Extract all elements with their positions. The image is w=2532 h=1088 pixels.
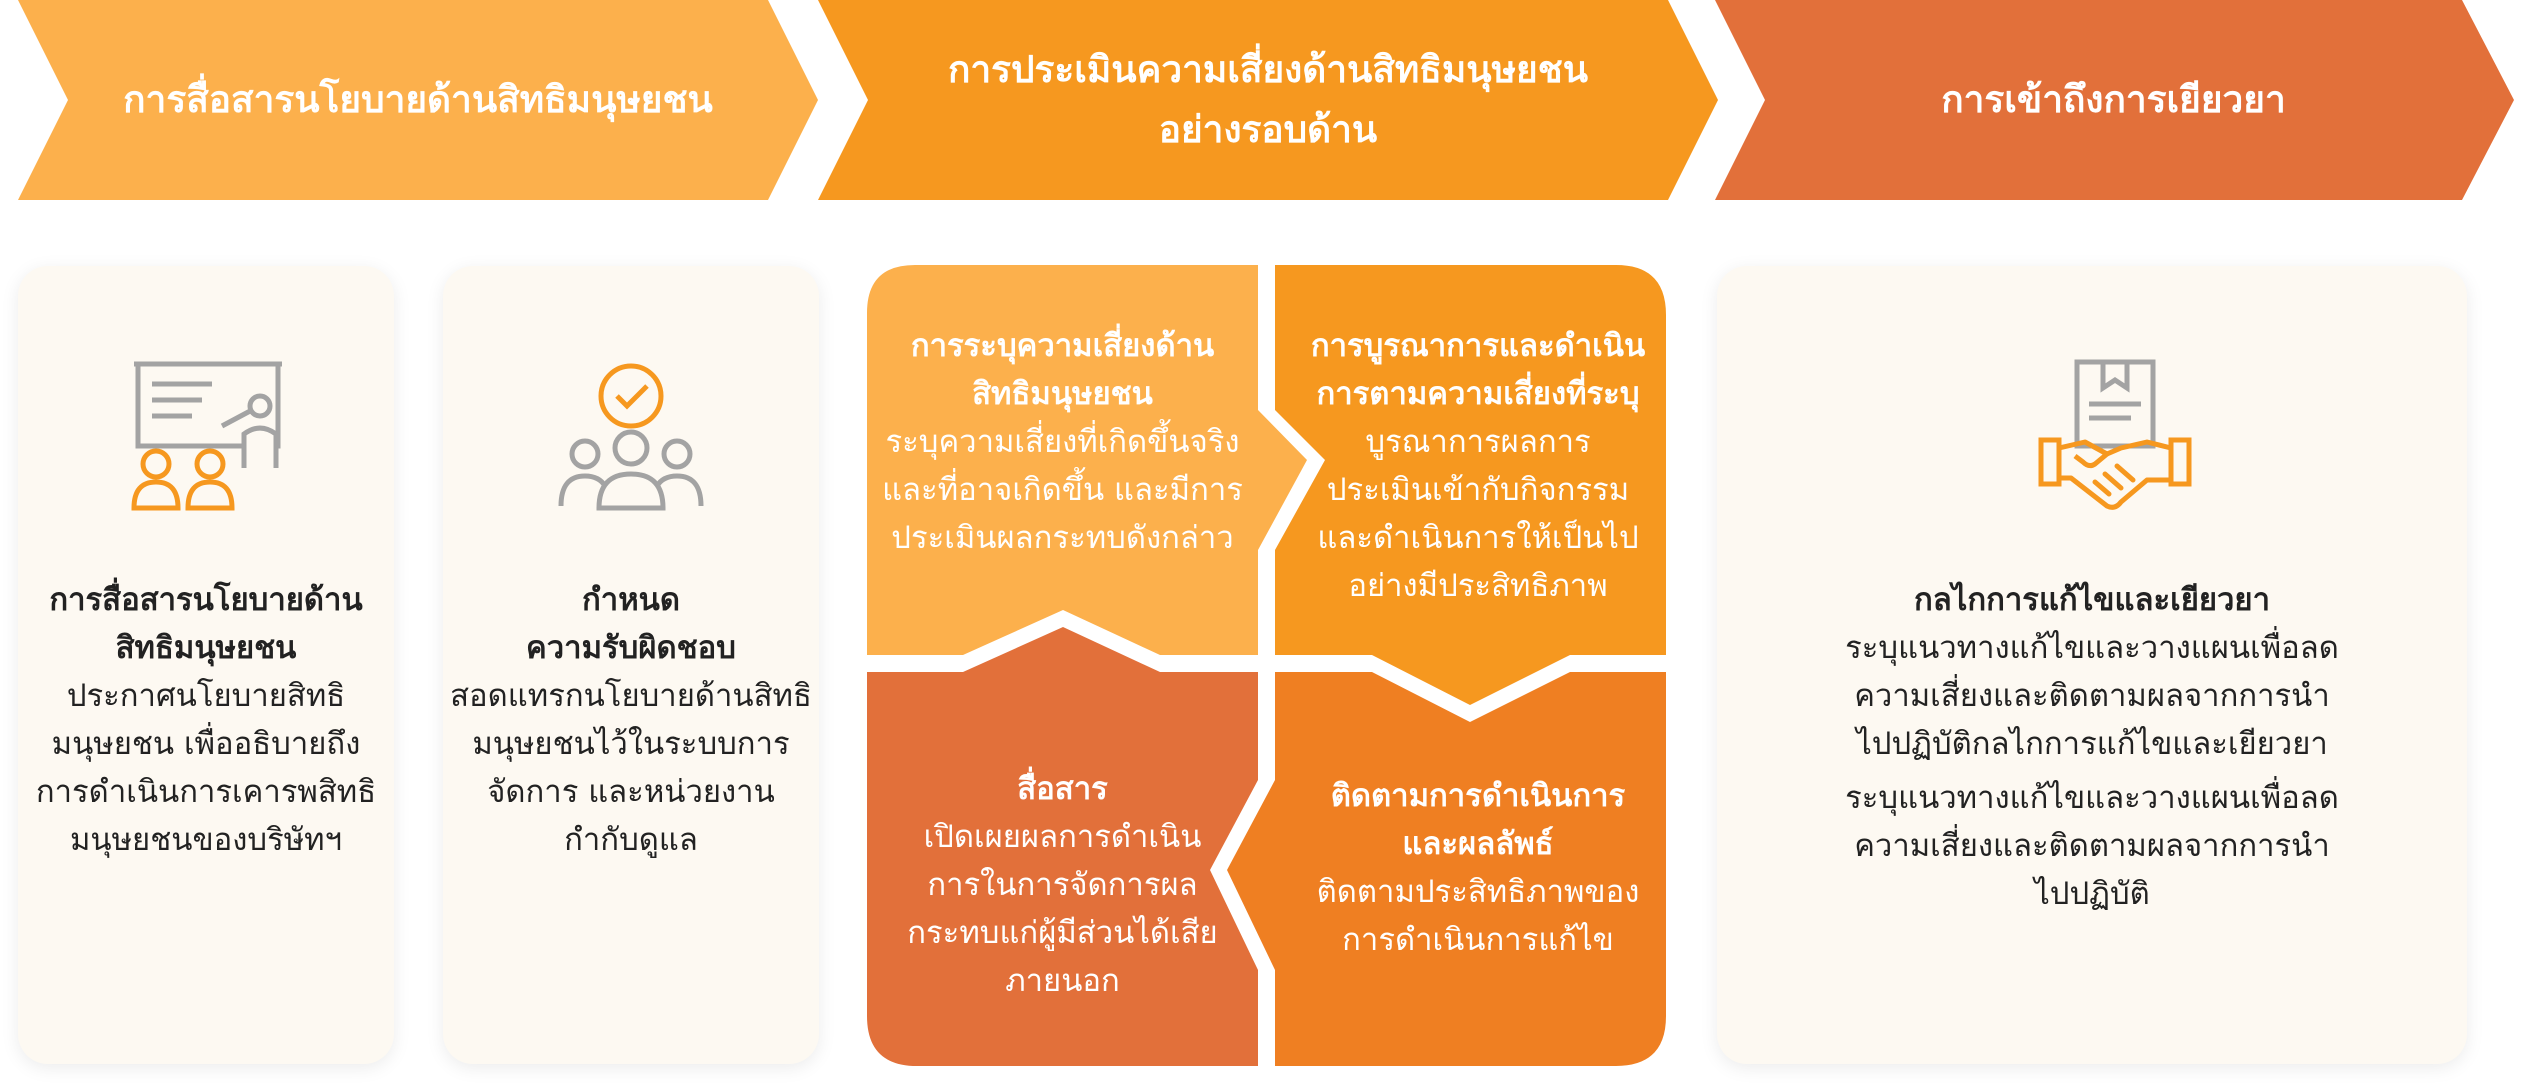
cycle-title-line: การบูรณาการและดำเนิน <box>1310 328 1646 364</box>
cycle-desc-line: และดำเนินการให้เป็นไป <box>1317 520 1639 556</box>
stage-banner-1 <box>18 0 818 200</box>
presentation-icon <box>131 361 282 511</box>
card-desc-line: มนุษยชนของบริษัทฯ <box>69 822 342 858</box>
cycle-communicate-text: สื่อสาร เปิดเผยผลการดำเนิน การในการจัดกา… <box>867 765 1258 1005</box>
cycle-title-line: สื่อสาร <box>1017 771 1108 807</box>
cycle-title-line: การระบุความเสี่ยงด้าน <box>910 328 1215 364</box>
card-desc-line: ความเสี่ยงและติดตามผลจากการนำ <box>1854 678 2330 714</box>
cycle-monitor-text: ติดตามการดำเนินการ และผลลัพธ์ ติดตามประส… <box>1290 772 1666 964</box>
cycle-title-line: และผลลัพธ์ <box>1402 826 1554 862</box>
stage-banner-1-label: การสื่อสารนโยบายด้านสิทธิมนุษยชน <box>123 78 713 121</box>
cycle-title-line: ติดตามการดำเนินการ <box>1330 778 1626 814</box>
stage-banner-2-label: การประเมินความเสี่ยงด้านสิทธิมนุษยชน อย่… <box>947 48 1589 151</box>
card-title-line: กลไกการแก้ไขและเยียวยา <box>1913 582 2270 618</box>
cycle-desc-line: ประเมินเข้ากับกิจกรรม <box>1326 472 1630 508</box>
responsibility-text: กำหนด ความรับผิดชอบ สอดแทรกนโยบายด้านสิท… <box>443 576 819 864</box>
card-title-line: ความรับผิดชอบ <box>526 630 736 666</box>
cycle-desc-line: การดำเนินการแก้ไข <box>1342 922 1614 958</box>
card-desc-line: มนุษยชนไว้ในระบบการ <box>472 726 790 762</box>
cycle-desc-line: และที่อาจเกิดขึ้น และมีการ <box>882 472 1243 508</box>
stage-banner-2 <box>818 0 1718 200</box>
stage-banner-3 <box>1715 0 2514 200</box>
card-desc-line: การดำเนินการเคารพสิทธิ <box>35 774 377 810</box>
card-title-line: การสื่อสารนโยบายด้าน <box>49 582 363 618</box>
cycle-desc-line: ภายนอก <box>1005 963 1120 999</box>
card-desc-line: ระบุแนวทางแก้ไขและวางแผนเพื่อลด <box>1845 630 2339 666</box>
team-check-icon <box>558 363 704 511</box>
handshake-document-icon <box>2038 359 2192 510</box>
cycle-desc-line: บูรณาการผลการ <box>1365 424 1591 460</box>
cycle-quadrant-identify <box>867 265 1307 655</box>
policy-communication-text: การสื่อสารนโยบายด้าน สิทธิมนุษยชน ประกาศ… <box>18 576 394 864</box>
cycle-desc-line: การในการจัดการผล <box>927 867 1198 903</box>
stage-banner-3-label: การเข้าถึงการเยียวยา <box>1941 78 2286 121</box>
card-title-line: กำหนด <box>582 582 680 618</box>
card-desc-line: ไปปฏิบัติ <box>2034 876 2150 912</box>
responsibility-card: กำหนด ความรับผิดชอบ สอดแทรกนโยบายด้านสิท… <box>443 266 819 1064</box>
card-desc-line: กำกับดูแล <box>564 822 698 858</box>
cycle-title-line: สิทธิมนุษยชน <box>972 376 1153 412</box>
cycle-desc-line: ประเมินผลกระทบดังกล่าว <box>891 520 1234 556</box>
card-desc-line: ไปปฏิบัติกลไกการแก้ไขและเยียวยา <box>1856 726 2328 762</box>
cycle-desc-line: กระทบแก่ผู้มีส่วนได้เสีย <box>907 915 1218 951</box>
card-desc-line: สอดแทรกนโยบายด้านสิทธิ <box>450 678 812 714</box>
card-desc-line: ระบุแนวทางแก้ไขและวางแผนเพื่อลด <box>1845 780 2339 816</box>
cycle-quadrant-monitor <box>1227 672 1666 1066</box>
remediation-card: กลไกการแก้ไขและเยียวยา ระบุแนวทางแก้ไขแล… <box>1717 266 2467 1064</box>
cycle-desc-line: เปิดเผยผลการดำเนิน <box>923 819 1202 855</box>
cycle-integrate-text: การบูรณาการและดำเนิน การตามความเสี่ยงที่… <box>1290 322 1666 610</box>
cycle-desc-line: อย่างมีประสิทธิภาพ <box>1348 568 1608 604</box>
card-desc-line: มนุษยชน เพื่ออธิบายถึง <box>51 726 361 762</box>
cycle-quadrant-integrate <box>1275 265 1666 705</box>
card-desc-line: ความเสี่ยงและติดตามผลจากการนำ <box>1854 828 2330 864</box>
cycle-desc-line: ระบุความเสี่ยงที่เกิดขึ้นจริง <box>885 424 1240 460</box>
cycle-desc-line: ติดตามประสิทธิภาพของ <box>1316 874 1640 910</box>
cycle-title-line: การตามความเสี่ยงที่ระบุ <box>1316 376 1640 412</box>
cycle-identify-text: การระบุความเสี่ยงด้าน สิทธิมนุษยชน ระบุค… <box>867 322 1258 562</box>
card-title-line: สิทธิมนุษยชน <box>115 630 297 666</box>
cycle-quadrant-communicate <box>867 627 1258 1066</box>
card-desc-line: ประกาศนโยบายสิทธิ <box>66 678 346 714</box>
policy-communication-card: การสื่อสารนโยบายด้าน สิทธิมนุษยชน ประกาศ… <box>18 266 394 1064</box>
card-desc-line: จัดการ และหน่วยงาน <box>487 774 775 810</box>
remediation-text: กลไกการแก้ไขและเยียวยา ระบุแนวทางแก้ไขแล… <box>1717 576 2467 918</box>
